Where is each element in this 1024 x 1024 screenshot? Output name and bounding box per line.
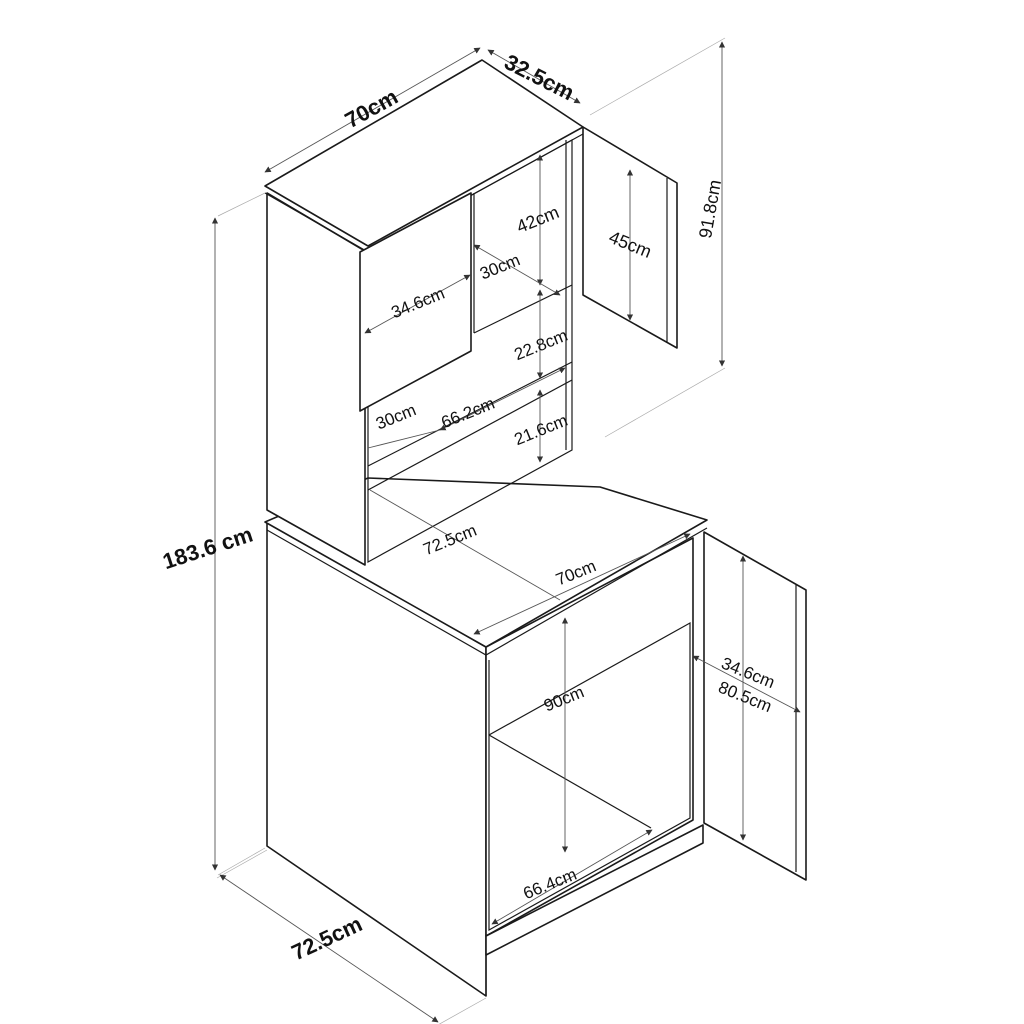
label-upper-shelf-depth: 30cm: [477, 250, 523, 283]
upper-interior: [367, 138, 573, 564]
label-open-height: 21.6cm: [512, 411, 571, 450]
label-open-depth: 30cm: [373, 400, 419, 433]
dimension-lines: [211, 37, 801, 1024]
label-upper-shelf-height: 42cm: [514, 202, 562, 237]
label-open-width: 66.2cm: [439, 394, 498, 433]
label-total-height: 183.6 cm: [160, 522, 256, 575]
cabinet-body: [264, 59, 807, 997]
lower-opening: [488, 621, 691, 932]
label-base-depth: 72.5cm: [288, 911, 366, 965]
label-upper-height: 91.8cm: [695, 178, 725, 240]
upper-left-side: [266, 192, 366, 566]
label-middle-shelf-gap: 22.8cm: [512, 326, 571, 365]
